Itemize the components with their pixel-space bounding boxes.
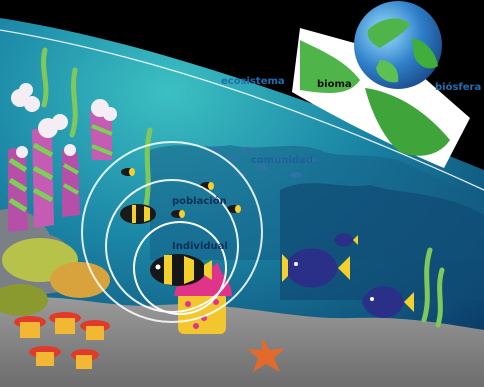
label-bioma: bioma xyxy=(317,79,352,90)
label-ecosistema: ecosistema xyxy=(221,76,285,87)
earth-globe-icon xyxy=(354,1,442,89)
label-biosfera: biósfera xyxy=(435,81,481,93)
label-comunidad: comunidad xyxy=(251,155,313,166)
label-individual: Individual xyxy=(172,241,228,252)
label-poblacion: población xyxy=(172,195,227,207)
